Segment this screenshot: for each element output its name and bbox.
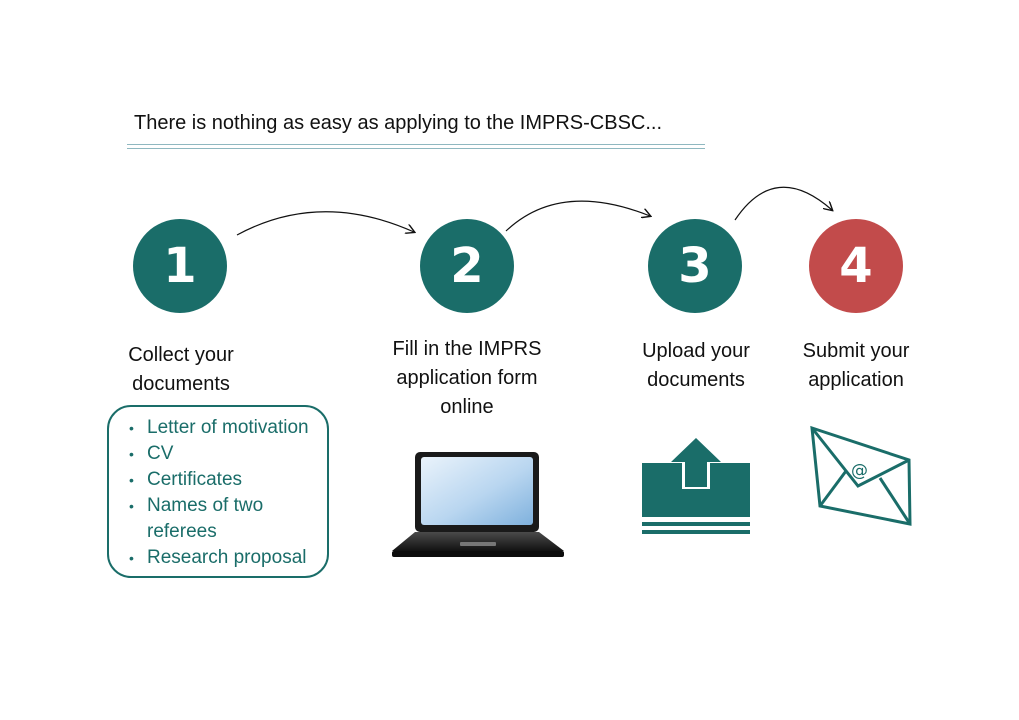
bullet: • bbox=[129, 420, 134, 436]
step-3-circle: 3 bbox=[648, 219, 742, 313]
list-item-label: Research proposal bbox=[147, 547, 307, 568]
step-1-label-line: documents bbox=[132, 373, 230, 395]
step-1-label-line: Collect your bbox=[128, 344, 234, 366]
arrow-2-to-3 bbox=[505, 200, 650, 232]
step-3-label: Upload your documents bbox=[620, 337, 772, 395]
list-item: • Names of two referees bbox=[129, 493, 297, 545]
step-3-number: 3 bbox=[678, 238, 712, 294]
title-underline bbox=[127, 144, 705, 145]
step-1-label: Collect your documents bbox=[95, 341, 267, 399]
step-4-circle: 4 bbox=[809, 219, 903, 313]
documents-checklist: •Letter of motivation •CV •Certificates … bbox=[107, 405, 329, 578]
step-4-label: Submit your application bbox=[780, 337, 932, 395]
step-2-label-line: application form bbox=[396, 367, 538, 389]
upload-icon bbox=[642, 438, 750, 534]
bullet: • bbox=[129, 446, 134, 462]
list-item-label: Certificates bbox=[147, 469, 243, 490]
bullet: • bbox=[129, 498, 134, 514]
step-2-circle: 2 bbox=[420, 219, 514, 313]
at-symbol: @ bbox=[851, 461, 868, 481]
step-2-number: 2 bbox=[450, 238, 484, 294]
step-1-number: 1 bbox=[163, 238, 197, 294]
laptop-icon bbox=[392, 452, 564, 557]
step-2-label: Fill in the IMPRS application form onlin… bbox=[372, 335, 562, 422]
step-4-label-line: Submit your bbox=[802, 340, 910, 362]
page-title: There is nothing as easy as applying to … bbox=[134, 112, 663, 134]
step-2-label-line: online bbox=[440, 396, 494, 418]
list-item: • CV bbox=[129, 441, 327, 467]
step-2-label-line: Fill in the IMPRS bbox=[392, 338, 542, 360]
step-3-label-line: documents bbox=[647, 369, 745, 391]
envelope-icon: @ bbox=[810, 425, 912, 526]
documents-list: •Letter of motivation •CV •Certificates … bbox=[109, 407, 327, 571]
step-4-label-line: application bbox=[808, 369, 904, 391]
bullet: • bbox=[129, 472, 134, 488]
step-1-circle: 1 bbox=[133, 219, 227, 313]
step-3-label-line: Upload your bbox=[642, 340, 750, 362]
list-item-label: Letter of motivation bbox=[147, 417, 309, 438]
list-item: • Certificates bbox=[129, 467, 327, 493]
list-item: • Research proposal bbox=[129, 545, 327, 571]
list-item-label: Names of two referees bbox=[147, 495, 264, 542]
arrow-1-to-2 bbox=[236, 211, 414, 236]
arrow-3-to-4 bbox=[734, 186, 832, 221]
title-underline bbox=[127, 148, 705, 149]
step-4-number: 4 bbox=[839, 238, 873, 294]
list-item-label: CV bbox=[147, 443, 174, 464]
list-item: • Letter of motivation bbox=[129, 415, 327, 441]
bullet: • bbox=[129, 550, 134, 566]
